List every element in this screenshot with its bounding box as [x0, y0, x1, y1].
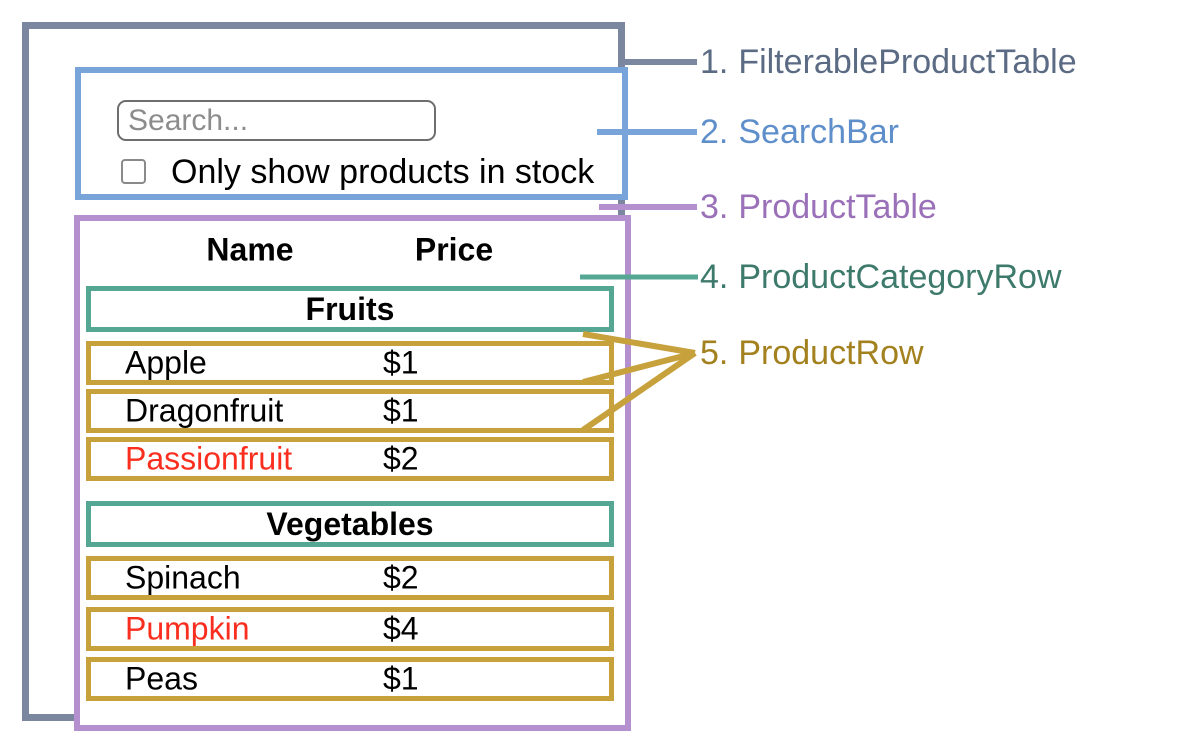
legend-item-product-row: 5.ProductRow	[700, 333, 924, 373]
legend-number: 5.	[700, 333, 729, 372]
product-price: $1	[383, 660, 419, 697]
in-stock-checkbox-label: Only show products in stock	[171, 153, 595, 191]
legend-name: ProductTable	[738, 187, 937, 226]
product-price: $1	[383, 344, 419, 381]
product-price: $1	[383, 392, 419, 429]
legend-item-search-bar: 2.SearchBar	[700, 112, 899, 152]
legend-item-product-category-row: 4.ProductCategoryRow	[700, 257, 1062, 297]
product-name: Peas	[125, 660, 198, 697]
legend-item-product-table: 3.ProductTable	[700, 187, 937, 227]
legend-number: 1.	[700, 42, 729, 81]
legend-number: 3.	[700, 187, 729, 226]
product-row-dragonfruit: Dragonfruit $1	[86, 389, 614, 433]
legend-name: FilterableProductTable	[738, 42, 1077, 81]
product-name: Dragonfruit	[125, 392, 284, 429]
product-category-row-fruits: Fruits	[86, 286, 614, 332]
legend-name: ProductRow	[738, 333, 924, 372]
legend-item-filterable-product-table: 1.FilterableProductTable	[700, 42, 1077, 82]
product-price: $2	[383, 440, 419, 477]
column-header-name: Name	[206, 231, 294, 268]
legend-number: 4.	[700, 257, 729, 296]
product-row-peas: Peas $1	[86, 657, 614, 701]
product-name: Spinach	[125, 559, 241, 596]
product-price: $2	[383, 559, 419, 596]
product-row-passionfruit: Passionfruit $2	[86, 437, 614, 481]
product-category-row-vegetables: Vegetables	[86, 501, 614, 547]
legend-name: SearchBar	[738, 112, 899, 151]
product-row-spinach: Spinach $2	[86, 556, 614, 600]
product-row-apple: Apple $1	[86, 341, 614, 385]
product-price: $4	[383, 610, 419, 647]
category-label: Vegetables	[266, 505, 434, 542]
in-stock-checkbox[interactable]	[121, 159, 146, 184]
product-table-box: Name Price Fruits Apple $1 Dragonfruit $…	[74, 215, 631, 731]
filterable-product-table-box: Only show products in stock Name Price F…	[22, 22, 631, 731]
product-name: Passionfruit	[125, 440, 293, 477]
column-header-price: Price	[414, 231, 494, 268]
product-name: Pumpkin	[125, 610, 250, 647]
product-row-pumpkin: Pumpkin $4	[86, 607, 614, 651]
search-bar-box: Only show products in stock	[75, 67, 628, 200]
legend-name: ProductCategoryRow	[738, 257, 1062, 296]
legend-number: 2.	[700, 112, 729, 151]
product-name: Apple	[125, 344, 207, 381]
search-input[interactable]	[117, 100, 436, 141]
category-label: Fruits	[305, 290, 395, 327]
